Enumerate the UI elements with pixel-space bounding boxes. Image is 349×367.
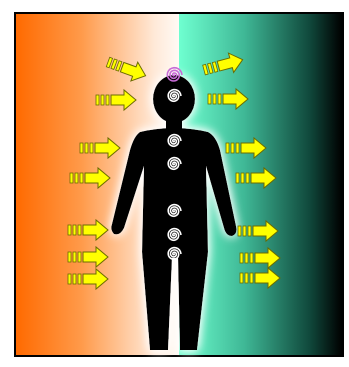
energy-arrow-icon (226, 138, 266, 158)
energy-arrow-icon (96, 90, 136, 110)
energy-arrow-icon (236, 168, 276, 188)
energy-arrow-icon (70, 168, 110, 188)
energy-arrow-icon (240, 248, 280, 268)
energy-arrow-icon (105, 53, 149, 85)
energy-arrow-icon (80, 138, 120, 158)
energy-arrow-icon (208, 89, 248, 109)
energy-arrow-icon (201, 50, 245, 80)
energy-arrow-icon (68, 247, 108, 267)
energy-arrow-icon (238, 221, 278, 241)
energy-arrow-icon (68, 269, 108, 289)
energy-arrow-icon (68, 220, 108, 240)
energy-arrow-icon (240, 268, 280, 288)
